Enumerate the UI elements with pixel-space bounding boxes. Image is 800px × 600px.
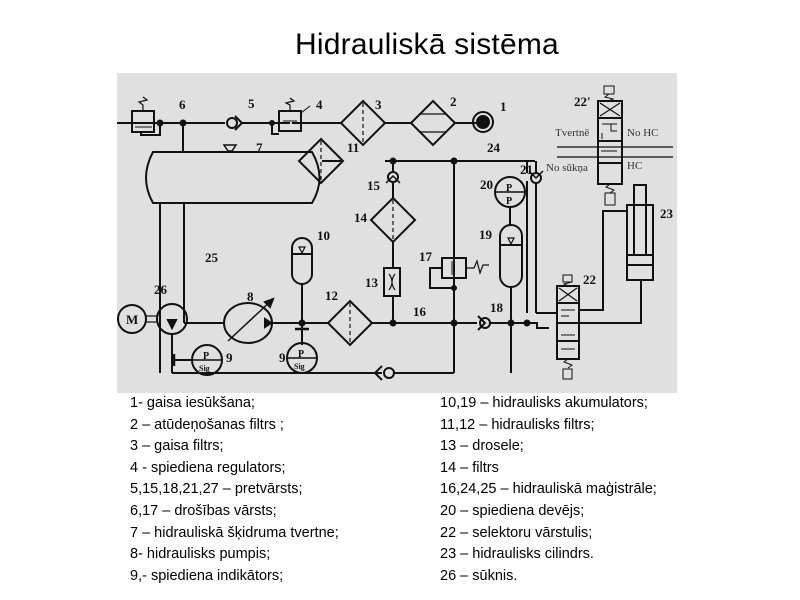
hydraulic-schematic: 1 2 3 4 5 6 7 11 24 21 20 19 15 14 10 25… [117, 73, 677, 393]
label-7: 7 [256, 140, 263, 155]
selector-valve-22-prime [557, 85, 673, 206]
legend-item: 2 – atūdeņošanas filtrs ; [130, 416, 284, 433]
label-23: 23 [660, 206, 674, 221]
label-3: 3 [375, 97, 382, 112]
legend-item: 11,12 – hidraulisks filtrs; [440, 416, 595, 433]
legend-item: 14 – filtrs [440, 459, 499, 476]
page-title: Hidrauliskā sistēma [0, 28, 800, 62]
label-15: 15 [367, 178, 381, 193]
motor-symbol: M [126, 312, 138, 327]
label-13: 13 [365, 275, 379, 290]
label-25: 25 [205, 250, 219, 265]
accumulator-19 [499, 224, 523, 373]
legend-item: 8- hidraulisks pumpis; [130, 546, 271, 563]
label-4: 4 [316, 97, 323, 112]
label-20: 20 [480, 177, 493, 192]
check-valve-21 [527, 160, 557, 314]
legend-item: 5,15,18,21,27 – pretvārsts; [130, 481, 303, 498]
check-valve-27 [373, 365, 395, 381]
label-8: 8 [247, 289, 254, 304]
legend-item: 6,17 – drošības vārsts; [130, 502, 277, 519]
return-line-24 [322, 157, 528, 313]
label-16: 16 [413, 304, 427, 319]
label-22-prime: 22' [574, 94, 591, 109]
dehumidifier-filter-2 [409, 99, 457, 147]
legend-item: 26 – sūknis. [440, 567, 518, 584]
legend-item: 10,19 – hidraulisks akumulators; [440, 395, 648, 411]
page-title-text: Hidrauliskā sistēma [295, 28, 559, 61]
label-5: 5 [248, 96, 255, 111]
label-11: 11 [347, 140, 359, 155]
valve-label-from-hc: No HC [627, 127, 658, 139]
legend-item: 20 – spiediena devējs; [440, 502, 585, 519]
label-19: 19 [479, 227, 493, 242]
pump-26 [156, 303, 455, 374]
air-filter-3 [339, 99, 387, 147]
label-12: 12 [325, 288, 338, 303]
label-18: 18 [490, 300, 504, 315]
legend-item: 1- gaisa iesūkšana; [130, 395, 255, 411]
label-1: 1 [500, 99, 507, 114]
valve-label-from-pump: No sūkņa [546, 162, 588, 174]
check-valve-5 [226, 115, 244, 131]
label-2: 2 [450, 94, 457, 109]
indicator-9b-sig: Sig [294, 362, 305, 371]
hydraulic-filter-11 [297, 137, 345, 185]
valve-label-tank: Tvertnē [555, 127, 589, 139]
label-14: 14 [354, 210, 368, 225]
check-valve-18 [477, 315, 491, 331]
indicator-9a-p: P [203, 351, 209, 362]
variable-pump-8 [223, 297, 275, 344]
legend-item: 3 – gaisa filtrs; [130, 438, 224, 455]
indicator-9a-sig: Sig [199, 364, 210, 373]
hydraulic-cylinder-23 [626, 184, 654, 281]
safety-valve-6 [131, 96, 187, 136]
label-26: 26 [154, 282, 168, 297]
selector-valve-22 [556, 210, 642, 380]
indicator-9b-p: P [298, 349, 304, 360]
hydraulic-filter-12 [326, 299, 374, 347]
legend-item: 4 - spiediena regulators; [130, 459, 286, 476]
label-10: 10 [317, 228, 330, 243]
label-9a: 9 [226, 350, 233, 365]
accumulator-10 [291, 237, 313, 345]
label-9b: 9 [279, 350, 286, 365]
valve-label-hc: HC [627, 160, 642, 172]
legend-left: 1- gaisa iesūkšana; 2 – atūdeņošanas fil… [130, 393, 339, 587]
legend-item: 7 – hidrauliskā šķidruma tvertne; [130, 524, 339, 541]
sensor-20-p-top: P [506, 183, 512, 194]
sensor-20-p-bottom: P [506, 196, 512, 207]
label-21: 21 [520, 162, 533, 177]
fluid-tank-7 [145, 123, 321, 373]
pressure-regulator-4 [269, 97, 311, 135]
pressure-line-16 [184, 319, 549, 329]
label-6: 6 [179, 97, 186, 112]
pressure-indicator-9a [172, 344, 223, 376]
label-24: 24 [487, 140, 501, 155]
air-intake-1 [472, 111, 494, 133]
legend-item: 16,24,25 – hidrauliskā maģistrāle; [440, 481, 657, 498]
legend-item: 9,- spiediena indikātors; [130, 567, 284, 584]
pressure-sensor-20 [494, 176, 526, 225]
legend-item: 23 – hidraulisks cilindrs. [440, 546, 594, 563]
motor [117, 304, 157, 334]
legend-right: 10,19 – hidraulisks akumulators; 11,12 –… [440, 393, 657, 587]
legend-item: 13 – drosele; [440, 438, 524, 455]
safety-valve-17 [429, 161, 489, 323]
label-17: 17 [419, 249, 433, 264]
label-22: 22 [583, 272, 596, 287]
branch-15-14-13 [369, 161, 417, 323]
legend-item: 22 – selektoru vārstulis; [440, 524, 593, 541]
